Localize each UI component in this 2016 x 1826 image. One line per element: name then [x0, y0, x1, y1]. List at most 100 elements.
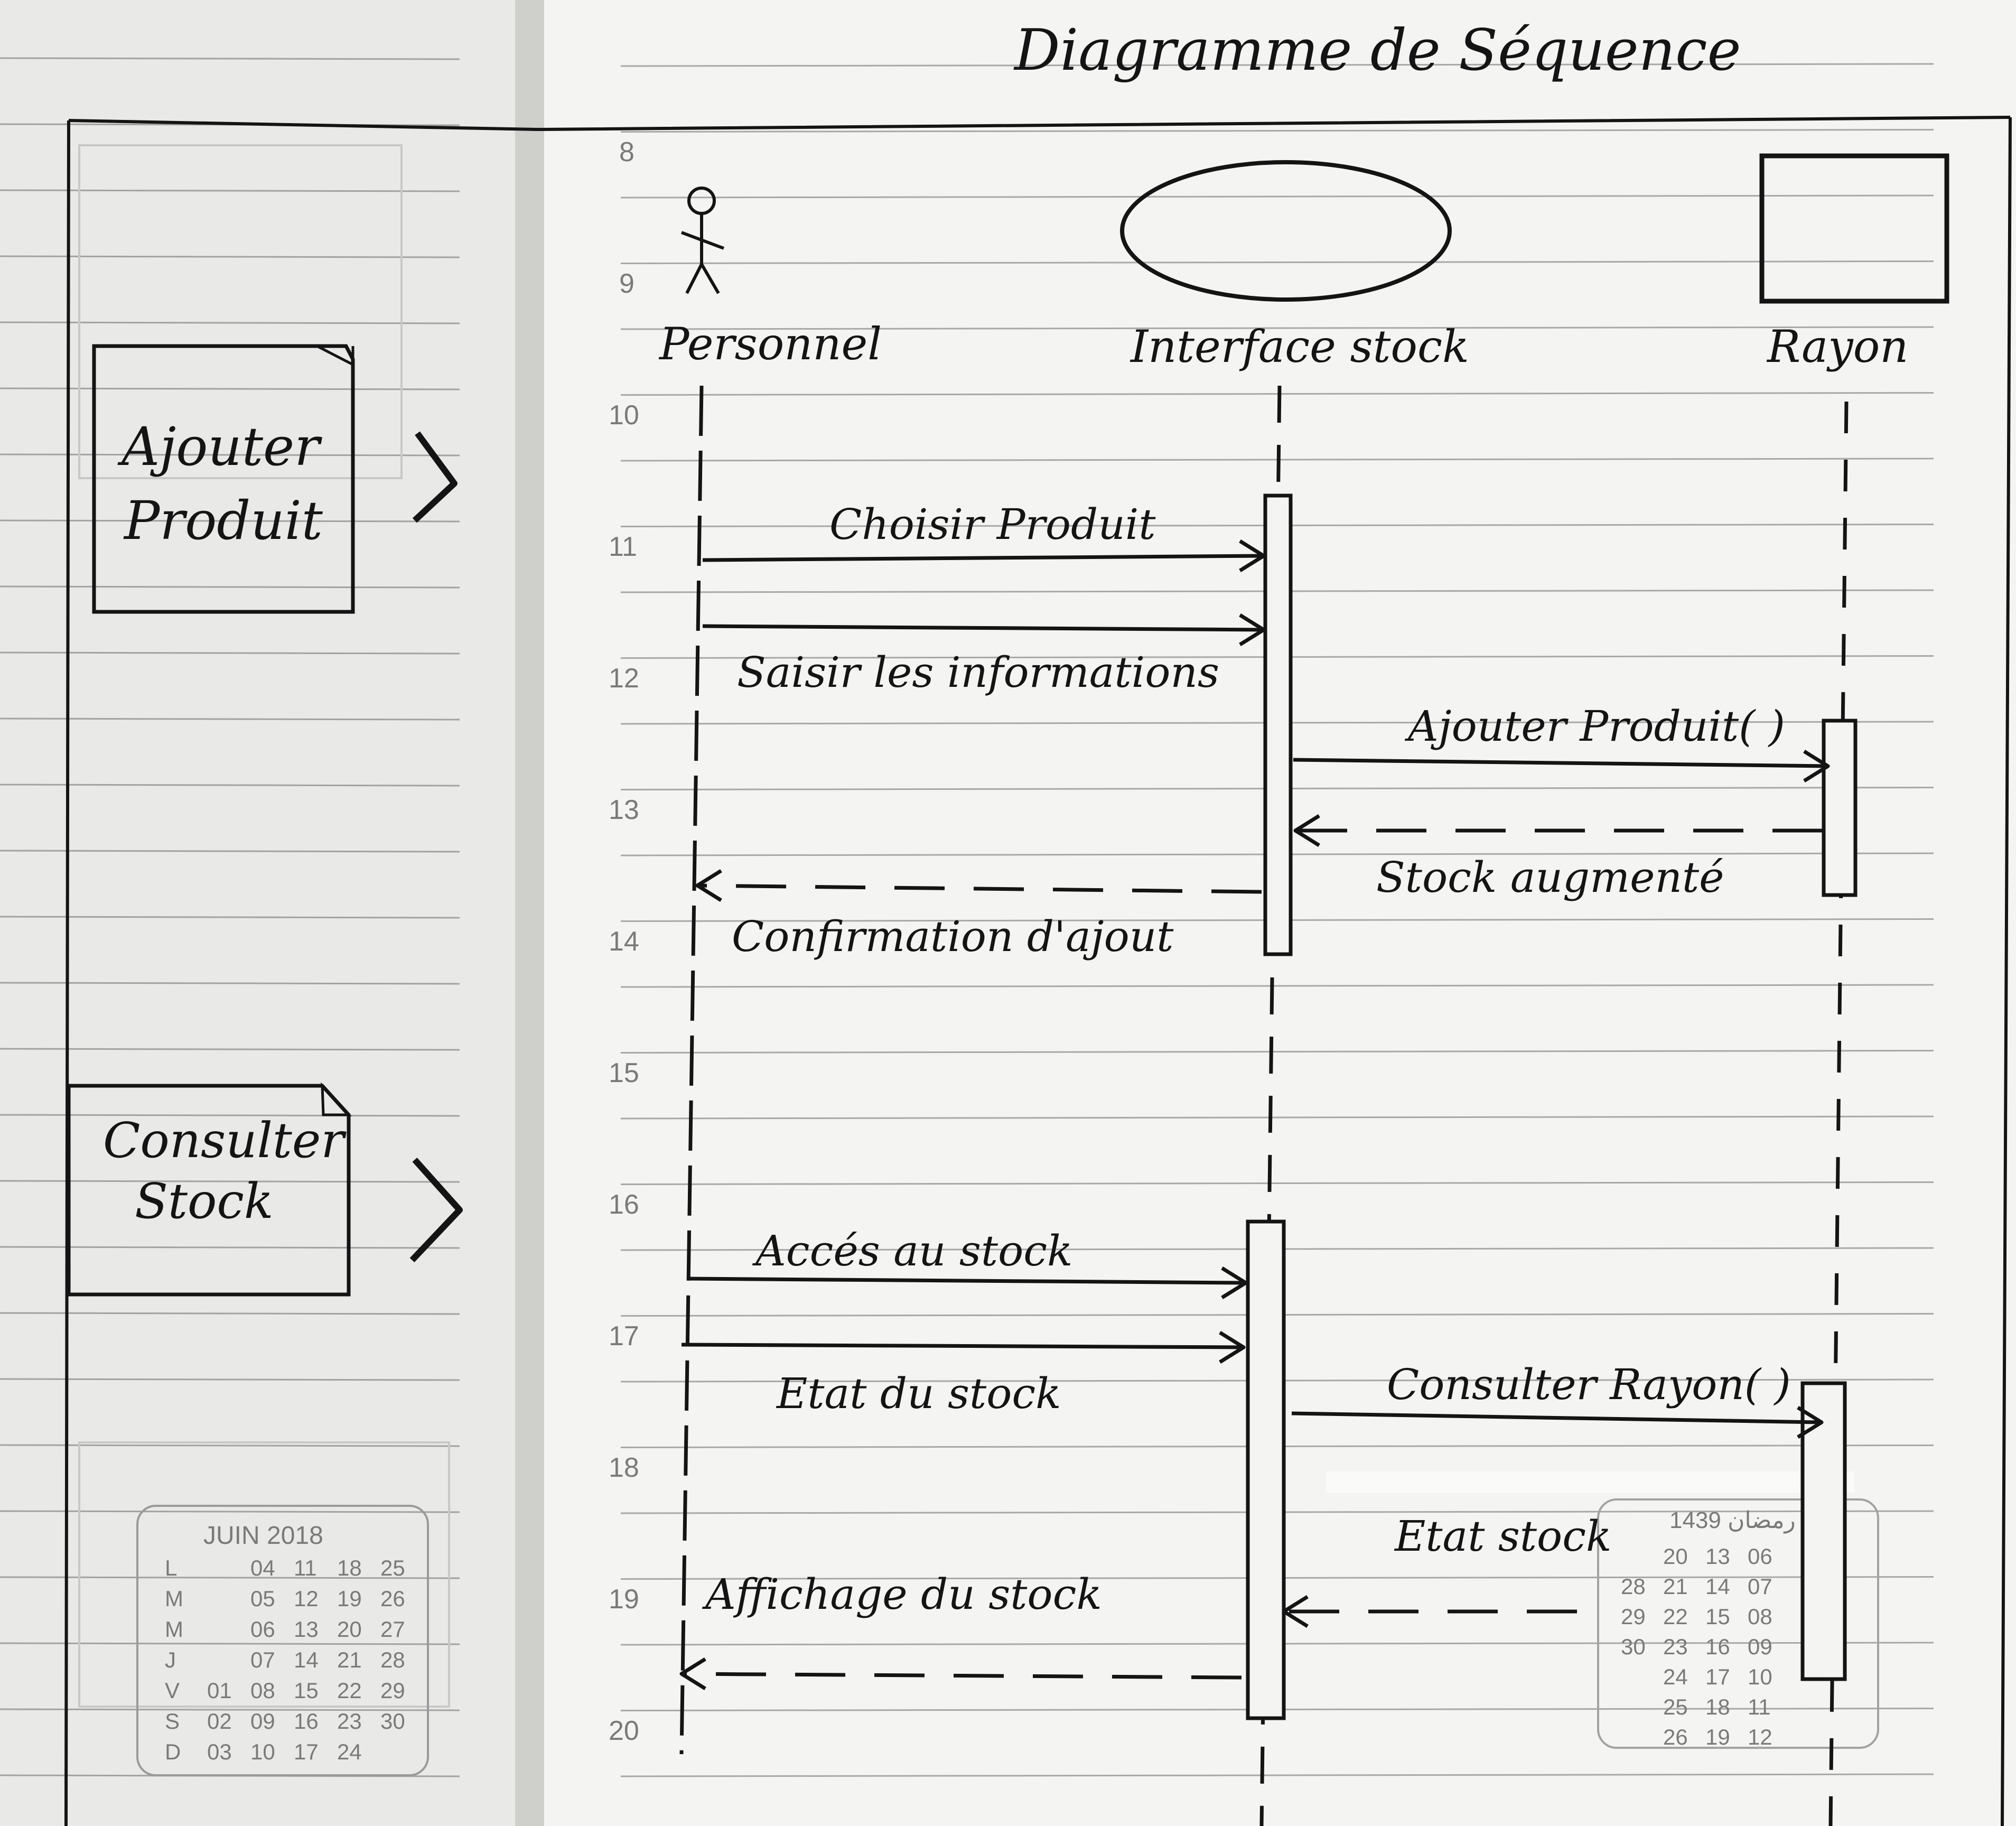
- lifeline-label: Personnel: [658, 318, 882, 370]
- ruled-line: [0, 1312, 460, 1315]
- ruled-line: [620, 392, 1934, 396]
- dog-ear: [321, 1082, 352, 1116]
- calendar-title: 1439 رمضان: [1669, 1507, 1796, 1534]
- hour-marker: 19: [609, 1584, 639, 1615]
- participant-interface-stock: [1120, 160, 1452, 302]
- arrowhead: [1221, 1266, 1248, 1299]
- calendar-date: 18: [1705, 1694, 1730, 1719]
- calendar-date: 15: [294, 1678, 319, 1703]
- hour-marker: 13: [609, 795, 639, 825]
- ruled-line: [620, 194, 1934, 199]
- arrowhead: [1797, 1406, 1824, 1439]
- message-arrow: [1291, 1411, 1822, 1424]
- use-case-box: [92, 344, 355, 614]
- page-gutter: [515, 0, 544, 1826]
- ruled-line: [0, 1378, 460, 1381]
- message-label: Ajouter Produit( ): [1404, 702, 1785, 751]
- calendar-date: 25: [380, 1555, 405, 1580]
- left-page-faint-box: [78, 144, 450, 1708]
- message-label: Etat du stock: [776, 1369, 1061, 1418]
- ruled-line: [620, 63, 1934, 67]
- ruled-line: [0, 916, 460, 919]
- arrowhead: [679, 1657, 706, 1690]
- arrowhead: [1219, 1331, 1246, 1364]
- calendar-date: 07: [1748, 1574, 1772, 1599]
- calendar-date: 08: [250, 1678, 275, 1703]
- tape-strip: [1326, 1471, 1854, 1493]
- calendar-date: 15: [1705, 1604, 1730, 1629]
- calendar-date: 30: [1621, 1634, 1646, 1659]
- calendar-date: 28: [1621, 1574, 1646, 1599]
- left-page-rules: [0, 57, 460, 1777]
- calendar-date: 17: [294, 1739, 319, 1764]
- lifeline-personnel: [679, 385, 704, 1755]
- message-label: Confirmation d'ajout: [732, 912, 1174, 961]
- calendar-date: 18: [337, 1555, 362, 1580]
- use-case-ajouter-produit: Ajouter Produit: [92, 344, 355, 614]
- ruled-line: [0, 1576, 460, 1579]
- entity-box: [1759, 153, 1949, 304]
- use-case-label: Ajouter: [117, 416, 322, 478]
- right-page-rules: [620, 63, 1934, 1777]
- message-label: Choisir Produit: [829, 500, 1156, 549]
- calendar-frame: [1597, 1498, 1879, 1749]
- ruled-line: [0, 850, 460, 853]
- arrowhead: [1293, 814, 1320, 847]
- hour-marker: 18: [609, 1452, 639, 1483]
- ruled-line: [620, 1773, 1934, 1777]
- activation-bar: [1246, 1219, 1286, 1720]
- participant-rayon: [1759, 153, 1949, 304]
- calendar-date: 20: [337, 1617, 362, 1642]
- ruled-line: [0, 1180, 460, 1183]
- message-arrow: [1293, 758, 1828, 768]
- calendar-date: 16: [294, 1709, 319, 1734]
- left-page: [0, 0, 528, 1826]
- use-case-label: Produit: [123, 490, 323, 552]
- hour-marker: 9: [619, 268, 634, 299]
- arrowhead: [695, 869, 722, 902]
- message-label: Accés au stock: [752, 1226, 1073, 1275]
- use-case-label: Consulter: [103, 1112, 347, 1169]
- calendar-date: 29: [1621, 1604, 1646, 1629]
- calendar-date: 12: [294, 1586, 319, 1611]
- calendar-date: 21: [337, 1647, 362, 1672]
- calendar-date: 17: [1705, 1664, 1730, 1689]
- use-case-label: Stock: [135, 1173, 274, 1229]
- hour-marker: 14: [609, 926, 639, 957]
- calendar-date: 04: [250, 1555, 275, 1580]
- arrowhead: [1239, 539, 1266, 572]
- ruled-line: [620, 1050, 1934, 1054]
- calendar-date: 22: [1663, 1604, 1688, 1629]
- calendar-weekday: D: [165, 1739, 181, 1764]
- ruled-line: [0, 1642, 460, 1645]
- calendar-date: 08: [1748, 1604, 1772, 1629]
- message-label: Etat stock: [1394, 1512, 1611, 1561]
- ruled-line: [0, 255, 460, 258]
- ruled-line: [0, 982, 460, 985]
- activation-bar: [1822, 719, 1858, 897]
- calendar-date: 01: [207, 1678, 232, 1703]
- message-label: Affichage du stock: [702, 1570, 1102, 1619]
- messages: [679, 539, 1830, 1690]
- ruled-line: [0, 784, 460, 787]
- hour-marker: 12: [609, 663, 639, 694]
- calendar-date: 13: [294, 1617, 319, 1642]
- message-label: Stock augmenté: [1376, 853, 1724, 902]
- calendar-weekday: L: [165, 1555, 177, 1580]
- lifeline-label: Interface stock: [1130, 321, 1469, 372]
- ruled-line: [0, 1246, 460, 1249]
- message-arrow: [681, 1672, 1242, 1680]
- calendar-date: 27: [380, 1617, 405, 1642]
- hour-marker: 8: [619, 137, 634, 167]
- arrowhead: [1239, 613, 1266, 646]
- ruled-line: [0, 1114, 460, 1117]
- calendar-date: 10: [250, 1739, 275, 1764]
- activation-bar: [1263, 493, 1293, 956]
- ruled-line: [0, 57, 460, 60]
- calendar-date: 10: [1748, 1664, 1772, 1689]
- lifeline-label: Rayon: [1766, 321, 1908, 372]
